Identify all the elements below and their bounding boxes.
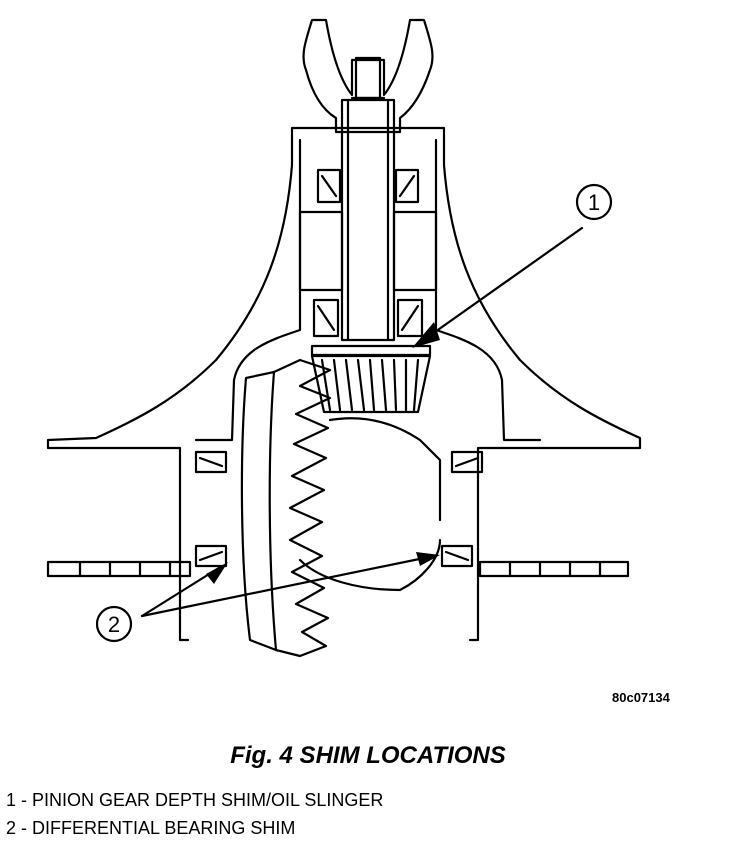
axle-tube-left: [46, 560, 192, 578]
carrier-bearing-left-upper: [194, 450, 228, 474]
differential-case: [298, 417, 442, 592]
pinion-yoke: [302, 18, 434, 134]
legend-item: 1 - PINION GEAR DEPTH SHIM/OIL SLINGER: [6, 790, 384, 810]
housing-inner-wall: [194, 138, 542, 442]
leader-line-1: [416, 226, 584, 346]
ring-gear-teeth: [272, 358, 332, 658]
collapsible-spacer-right: [392, 210, 438, 292]
pinion-shaft-stub: [354, 56, 382, 100]
differential-cutaway-diagram: 1 2: [46, 18, 642, 658]
figure-id-code: 80c07134: [612, 690, 670, 705]
inner-pinion-bearing-right: [396, 298, 424, 338]
carrier-bearing-right-lower: [440, 544, 474, 568]
carrier-bearing-right-upper: [450, 450, 484, 474]
callout-2: 2: [95, 605, 133, 643]
collapsible-spacer-left: [298, 210, 344, 292]
pinion-shaft: [340, 98, 396, 342]
legend-item: 2 - DIFFERENTIAL BEARING SHIM: [6, 818, 296, 838]
outer-pinion-bearing-left: [316, 168, 342, 204]
svg-text:2: 2: [108, 612, 120, 637]
ring-gear-body: [240, 370, 278, 652]
figure-caption: Fig. 4 SHIM LOCATIONS: [230, 742, 506, 769]
outer-pinion-bearing-right: [394, 168, 420, 204]
carrier-bearing-left-lower: [194, 544, 228, 568]
callout-1: 1: [575, 183, 613, 221]
pinion-depth-shim: [310, 344, 432, 357]
legend: 1 - PINION GEAR DEPTH SHIM/OIL SLINGER 2…: [6, 786, 383, 842]
housing-outline: [46, 126, 642, 642]
inner-pinion-bearing-left: [312, 298, 340, 338]
arrowhead-2a: [206, 562, 228, 584]
leader-line-2b: [140, 554, 436, 618]
svg-text:1: 1: [588, 190, 600, 215]
arrowhead-2b: [416, 552, 440, 566]
arrowhead-1: [412, 322, 440, 348]
axle-tube-right: [478, 560, 630, 578]
